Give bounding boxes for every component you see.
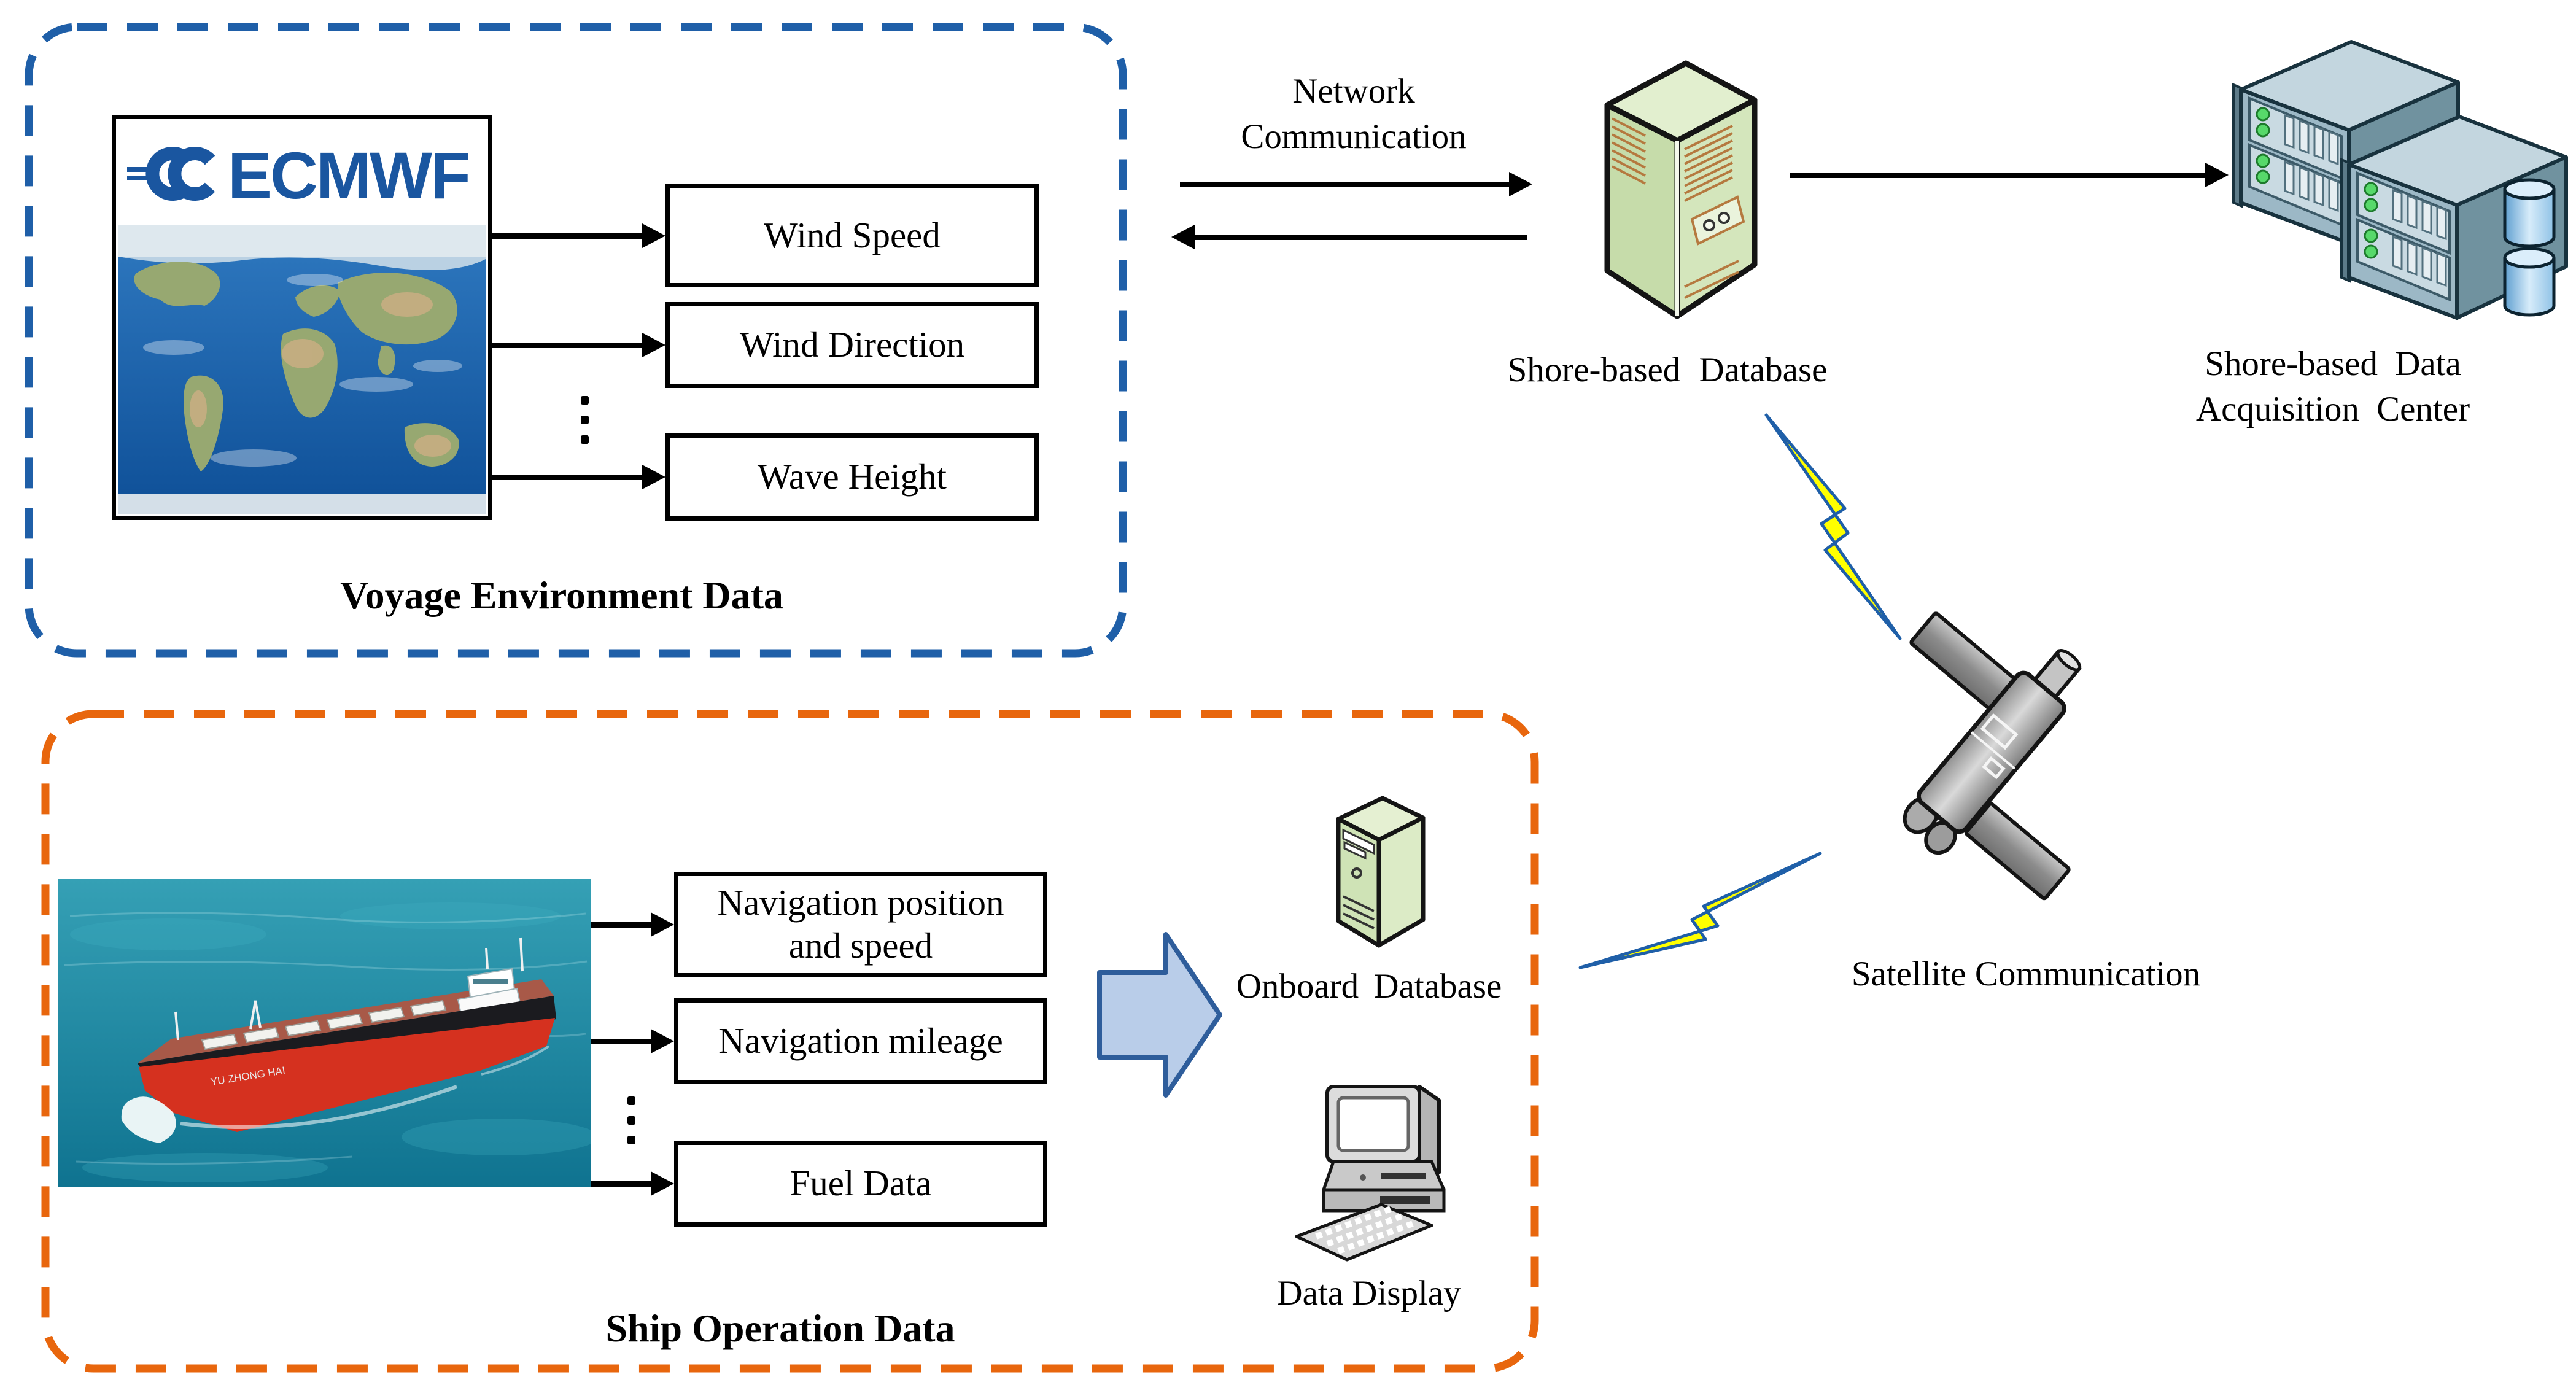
lightning-bolt-up-icon <box>1578 852 1822 969</box>
ecmwf-panel: ECMWF <box>112 115 492 520</box>
onboard-database-label: Onboard Database <box>1236 967 1502 1006</box>
satellite-icon <box>1903 611 2082 901</box>
ship-box-fuel-data: Fuel Data <box>674 1141 1047 1227</box>
shore-database-label: Shore-based Database <box>1507 351 1828 389</box>
arrow-ship-to-nav-position <box>591 912 674 937</box>
satellite-label: Satellite Communication <box>1851 955 2201 993</box>
env-box-label: Wind Speed <box>764 215 941 256</box>
ecmwf-logo-icon <box>127 147 215 201</box>
ship-box-label: Navigation mileage <box>718 1020 1003 1061</box>
ship-op-dashed-border <box>41 710 1539 1373</box>
arrow-ecmwf-to-wind-direction <box>492 333 665 357</box>
block-arrow-icon <box>1097 932 1222 1098</box>
arrow-database-to-acquisition <box>1790 163 2229 187</box>
ship-box-label: and speed <box>788 925 933 966</box>
ship-box-label: Fuel Data <box>789 1163 932 1204</box>
world-map-image <box>118 225 486 514</box>
data-display-label: Data Display <box>1277 1274 1461 1313</box>
ship-box-nav-mileage: Navigation mileage <box>674 998 1047 1084</box>
onboard-database-icon <box>1336 796 1426 948</box>
arrow-ecmwf-to-wind-speed <box>492 223 665 248</box>
voyage-env-title: Voyage Environment Data <box>340 573 783 617</box>
env-box-wave-height: Wave Height <box>665 433 1039 521</box>
env-box-wind-direction: Wind Direction <box>665 302 1039 388</box>
ship-box-label: Navigation position <box>717 882 1004 923</box>
ship-op-title: Ship Operation Data <box>605 1306 955 1350</box>
arrow-ship-to-fuel-data <box>591 1171 674 1196</box>
voyage-env-dashed-border <box>25 23 1127 658</box>
env-box-label: Wind Direction <box>739 324 965 365</box>
ecmwf-logo-text: ECMWF <box>228 138 471 212</box>
arrow-ecmwf-to-wave-height <box>492 465 665 489</box>
env-box-label: Wave Height <box>757 456 947 497</box>
acquisition-center-icon <box>2204 29 2576 349</box>
network-communication-label: Network Communication <box>1241 72 1467 157</box>
lightning-bolt-down-icon <box>1764 413 1902 640</box>
ship-photo: YU ZHONG HAI <box>58 879 591 1187</box>
arrow-ship-to-nav-mileage <box>591 1029 674 1053</box>
shore-database-icon <box>1604 60 1758 319</box>
arrow-network-left <box>1171 225 1527 249</box>
arrow-network-right <box>1180 172 1532 196</box>
data-display-icon <box>1295 1085 1446 1262</box>
ship-box-nav-position: Navigation position and speed <box>674 872 1047 977</box>
env-box-wind-speed: Wind Speed <box>665 184 1039 287</box>
acquisition-center-label: Shore-based Data Acquisition Center <box>2195 344 2470 429</box>
